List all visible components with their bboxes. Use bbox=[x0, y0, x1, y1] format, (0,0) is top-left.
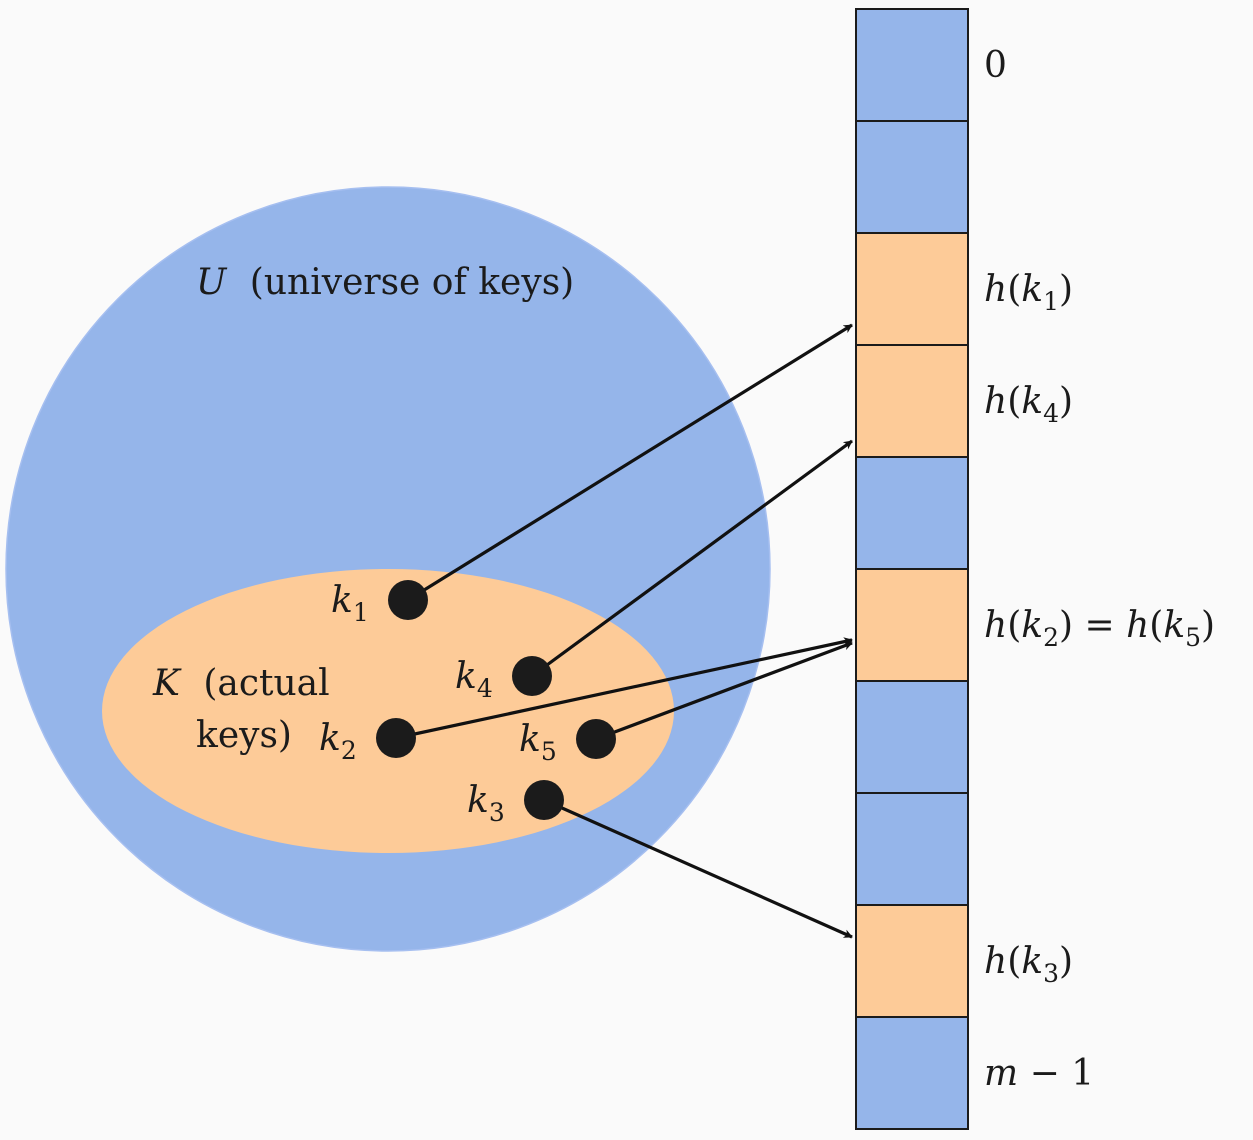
actual-keys-set bbox=[102, 569, 674, 853]
slot-label-5: h(k2) = h(k5) bbox=[984, 605, 1215, 652]
table-slot-7 bbox=[855, 792, 969, 906]
key-label-k1: k1 bbox=[331, 580, 369, 627]
key-label-k4: k4 bbox=[455, 656, 493, 703]
universe-label: U (universe of keys) bbox=[196, 262, 574, 303]
slot-label-3: h(k4) bbox=[984, 381, 1073, 428]
arrow-k5-to-slot-5 bbox=[595, 641, 853, 741]
key-dot-k3 bbox=[524, 780, 564, 820]
arrow-k1-to-slot-2 bbox=[407, 323, 853, 602]
key-label-k3: k3 bbox=[467, 780, 505, 827]
slot-label-9: m − 1 bbox=[984, 1053, 1094, 1094]
table-slot-4 bbox=[855, 456, 969, 570]
table-slot-0 bbox=[855, 8, 969, 122]
actual-keys-symbol: K bbox=[152, 663, 182, 704]
actual-keys-text-line1: (actual bbox=[203, 663, 329, 704]
arrow-k2-to-slot-5 bbox=[395, 637, 853, 740]
key-dot-k5 bbox=[576, 719, 616, 759]
slot-label-8: h(k3) bbox=[984, 941, 1073, 988]
key-label-k2: k2 bbox=[319, 718, 357, 765]
key-dot-k2 bbox=[376, 718, 416, 758]
actual-keys-label: K (actual bbox=[152, 663, 330, 704]
key-dot-k1 bbox=[388, 580, 428, 620]
table-slot-6 bbox=[855, 680, 969, 794]
arrow-k3-to-slot-8 bbox=[543, 798, 853, 939]
arrows bbox=[395, 323, 853, 939]
hash-table: 0 h(k1) h(k4) h(k2) = h(k5) h(k3) m − 1 bbox=[855, 8, 1215, 1130]
table-slot-8 bbox=[855, 904, 969, 1018]
arrow-k4-to-slot-3 bbox=[531, 439, 853, 678]
table-slot-2 bbox=[855, 232, 969, 346]
universe-text: (universe of keys) bbox=[250, 262, 574, 303]
keys: k1 k2 k3 k4 k5 bbox=[319, 580, 616, 827]
universe-symbol: U bbox=[196, 262, 228, 303]
slot-label-2: h(k1) bbox=[984, 269, 1073, 316]
key-label-k5: k5 bbox=[519, 719, 557, 766]
key-dot-k4 bbox=[512, 656, 552, 696]
table-slot-9 bbox=[855, 1016, 969, 1130]
actual-keys-label-line2: keys) bbox=[196, 715, 292, 756]
table-slot-1 bbox=[855, 120, 969, 234]
table-slot-3 bbox=[855, 344, 969, 458]
table-slot-5 bbox=[855, 568, 969, 682]
slot-label-0: 0 bbox=[984, 45, 1007, 86]
